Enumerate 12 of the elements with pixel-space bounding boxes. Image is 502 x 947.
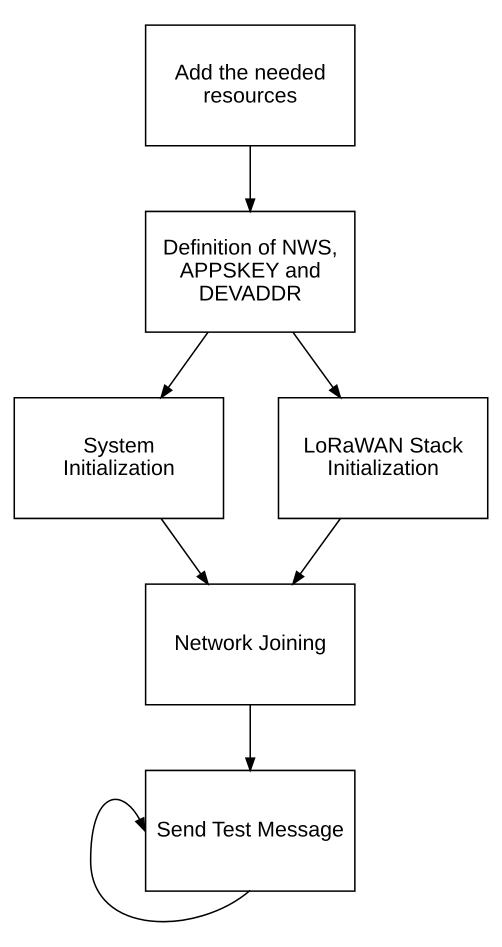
arrow [244, 146, 256, 214]
node-box: Add the needed resources [144, 24, 356, 147]
arrow [160, 518, 210, 586]
node-box: Send Test Message [144, 770, 356, 892]
arrow [160, 332, 209, 400]
arrow [244, 704, 256, 773]
arrow [292, 332, 342, 400]
node-box: System Initialization [14, 397, 224, 520]
arrow [292, 518, 341, 586]
node-box: Definition of NWS, APPSKEY and DEVADDR [144, 210, 356, 333]
node-box: Network Joining [144, 583, 356, 706]
node-box: LoRaWAN Stack Initialization [278, 397, 488, 520]
